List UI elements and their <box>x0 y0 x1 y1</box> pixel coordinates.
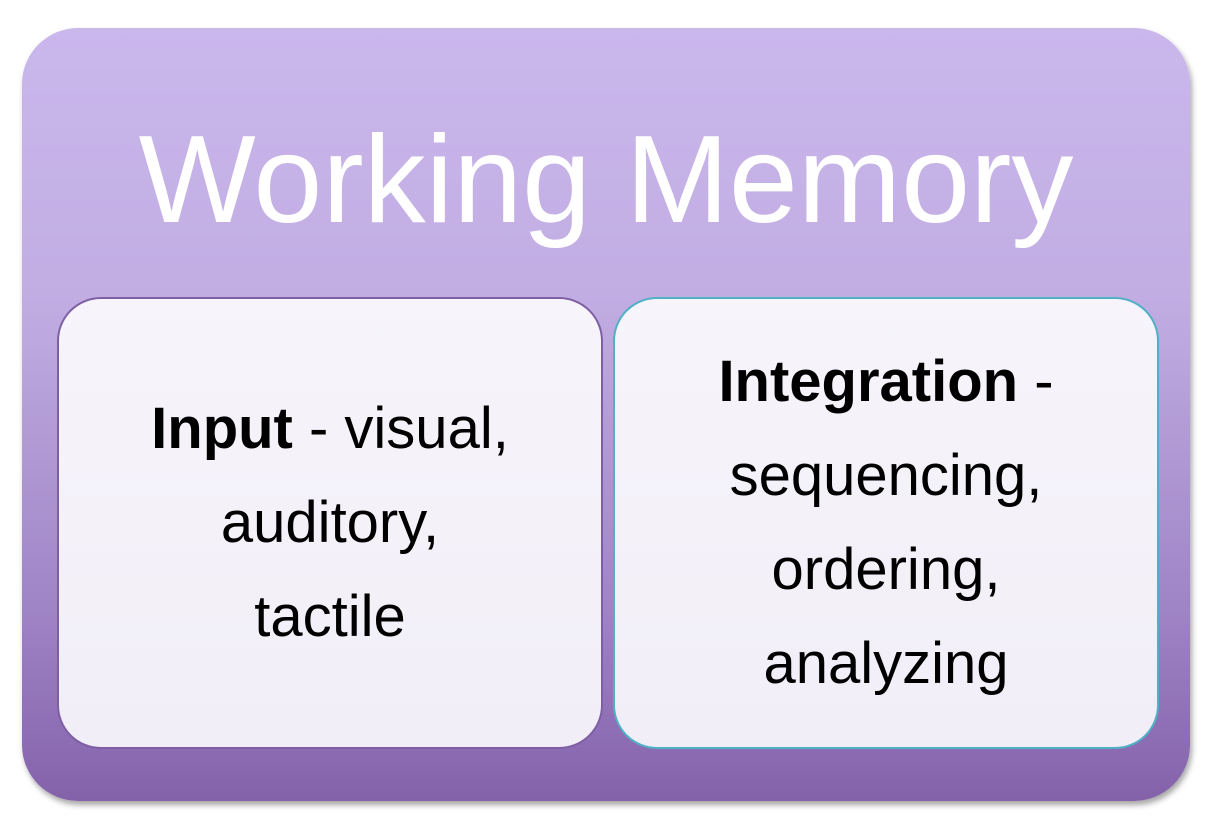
integration-box: Integration - sequencing, ordering, anal… <box>613 297 1159 749</box>
input-box: Input - visual, auditory, tactile <box>57 297 603 749</box>
integration-line: ordering, <box>771 537 1001 602</box>
input-line: auditory, <box>220 490 440 555</box>
integration-line: sequencing, <box>729 443 1043 508</box>
input-box-text: Input - visual, auditory, tactile <box>131 382 529 664</box>
integration-heading: Integration <box>718 349 1019 414</box>
integration-box-text: Integration - sequencing, ordering, anal… <box>698 335 1073 711</box>
input-heading: Input <box>151 396 293 461</box>
separator: - <box>292 396 345 461</box>
input-line: tactile <box>254 584 406 649</box>
input-line: visual, <box>344 396 509 461</box>
working-memory-container: Working Memory Input - visual, auditory,… <box>22 28 1190 801</box>
diagram-title: Working Memory <box>138 111 1074 249</box>
integration-line: analyzing <box>763 631 1009 696</box>
separator: - <box>1018 349 1054 414</box>
